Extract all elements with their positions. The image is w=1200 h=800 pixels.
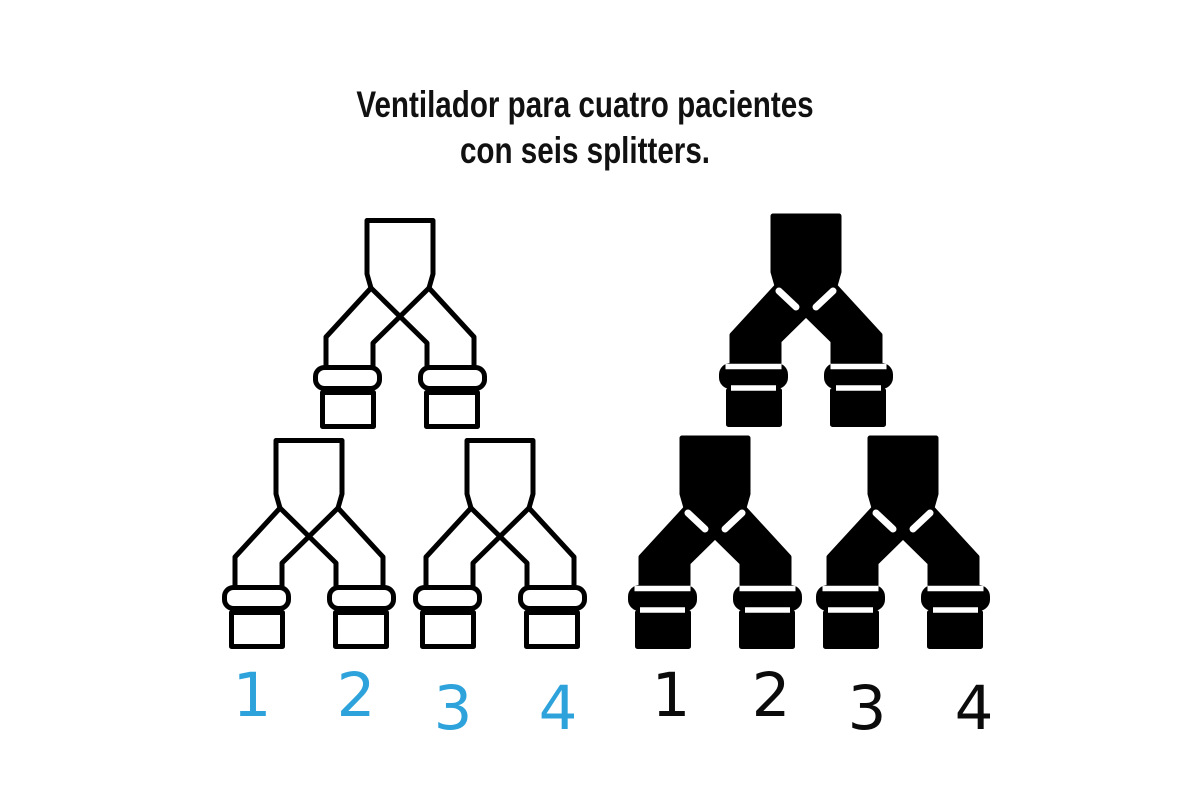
patient-label-filled-4: 4	[954, 673, 994, 744]
outline-splitter-bottom-left	[225, 441, 394, 647]
filled-splitter-bottom-right	[819, 438, 988, 647]
title-line-1: Ventilador para cuatro pacientes	[356, 84, 814, 125]
title-line-2: con seis splitters.	[459, 130, 711, 171]
outline-splitter-bottom-right	[416, 441, 585, 647]
patient-label-outlined-2: 2	[336, 660, 376, 731]
patient-label-filled-1: 1	[651, 660, 691, 731]
page-title: Ventilador para cuatro pacientes con sei…	[281, 82, 889, 174]
outline-splitter-top	[316, 221, 485, 427]
patient-label-filled-2: 2	[751, 660, 791, 731]
filled-splitter-bottom-left	[631, 438, 800, 647]
patient-label-outlined-4: 4	[538, 673, 578, 744]
patient-label-outlined-1: 1	[232, 660, 272, 731]
filled-splitter-top	[722, 216, 891, 425]
patient-label-outlined-3: 3	[433, 673, 473, 744]
patient-label-filled-3: 3	[847, 673, 887, 744]
